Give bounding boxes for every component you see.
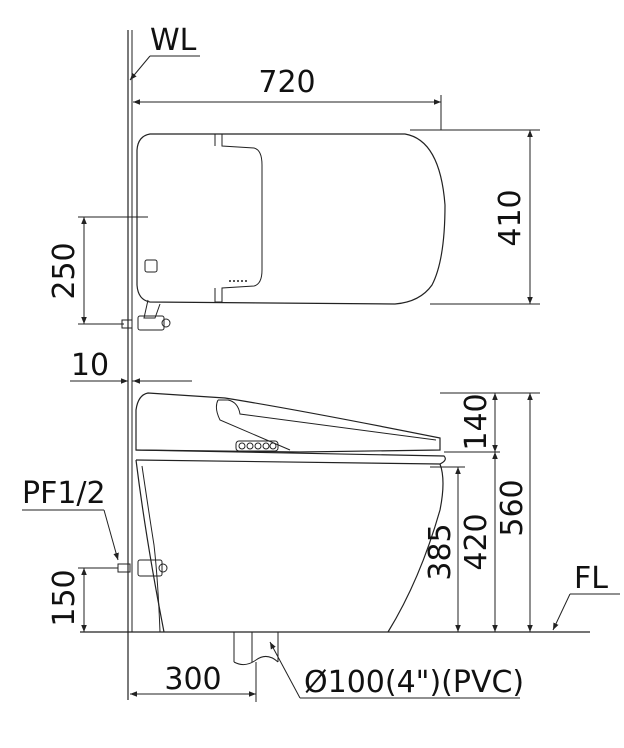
top-view-lid bbox=[215, 133, 263, 303]
wall-line-label-group: WL bbox=[129, 23, 200, 81]
outlet-label: Ø100(4")(PVC) bbox=[304, 665, 524, 700]
dimension-total-length: 720 bbox=[133, 65, 442, 130]
dimension-wall-gap: 10 bbox=[70, 348, 192, 390]
indicator-dots bbox=[229, 280, 247, 282]
dimension-bowl-height-value: 385 bbox=[423, 523, 458, 580]
dimension-lid-height-value: 140 bbox=[459, 393, 494, 450]
dimension-top-width-value: 410 bbox=[493, 189, 528, 246]
top-view-body bbox=[136, 133, 446, 305]
dimension-supply-height: 150 bbox=[47, 567, 118, 632]
dimension-lid-height: 140 bbox=[459, 393, 498, 452]
dimension-top-width: 410 bbox=[410, 129, 540, 305]
top-view: 720 410 250 bbox=[47, 65, 540, 331]
side-view-bowl bbox=[135, 459, 444, 633]
dimension-wall-gap-value: 10 bbox=[71, 348, 109, 383]
dimension-bowl-height: 385 bbox=[423, 467, 461, 632]
floor-line-label-group: FL bbox=[552, 561, 620, 631]
dimension-supply-offset-top-value: 250 bbox=[47, 242, 82, 299]
outlet-label-group: Ø100(4")(PVC) bbox=[269, 641, 524, 700]
floor-line-label: FL bbox=[574, 561, 608, 596]
dimension-total-length-value: 720 bbox=[258, 65, 315, 100]
pipe-size-label: PF1/2 bbox=[22, 476, 106, 511]
dimension-rough-in: 300 bbox=[130, 662, 257, 702]
top-view-supply-valve bbox=[121, 299, 171, 331]
pipe-size-label-group: PF1/2 bbox=[22, 476, 119, 561]
wall-line bbox=[127, 30, 133, 700]
side-view-lid bbox=[135, 392, 441, 453]
side-view: 10 FL bbox=[22, 348, 620, 702]
dimension-rough-in-value: 300 bbox=[164, 662, 221, 697]
dimension-supply-offset-top: 250 bbox=[47, 216, 148, 325]
wall-line-label: WL bbox=[150, 23, 197, 58]
control-buttons bbox=[235, 440, 279, 452]
dimension-supply-height-value: 150 bbox=[47, 569, 82, 626]
dimension-total-height: 560 bbox=[495, 393, 533, 632]
dimension-seat-height: 420 bbox=[459, 452, 498, 632]
dimension-seat-height-value: 420 bbox=[459, 513, 494, 570]
side-view-supply-valve bbox=[117, 559, 168, 577]
sensor-window bbox=[144, 259, 158, 273]
side-view-seat bbox=[135, 449, 446, 465]
dimension-total-height-value: 560 bbox=[495, 479, 530, 536]
outlet-pipe bbox=[233, 632, 279, 666]
